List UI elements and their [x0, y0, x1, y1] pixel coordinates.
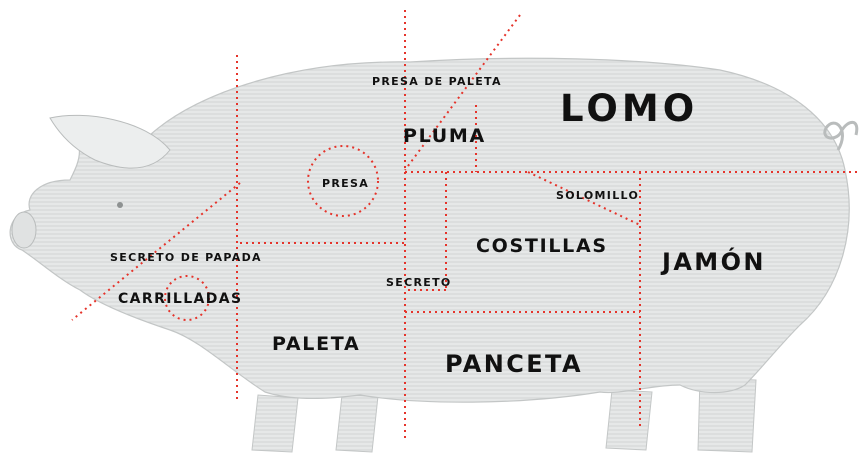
pig-tail	[823, 120, 859, 151]
label-secreto: SECRETO	[386, 276, 452, 289]
pig-body	[9, 57, 850, 403]
pig-eye	[117, 202, 123, 208]
label-presa: PRESA	[322, 177, 370, 190]
label-lomo: LOMO	[560, 87, 699, 130]
pig-ear	[49, 114, 171, 169]
label-paleta: PALETA	[272, 333, 361, 355]
label-solomillo: SOLOMILLO	[556, 189, 640, 202]
label-jamon: JAMÓN	[662, 248, 766, 276]
cut-lines	[71, 10, 860, 440]
label-presa-de-paleta: PRESA DE PALETA	[372, 75, 502, 88]
label-pluma: PLUMA	[403, 125, 486, 147]
label-carrilladas: CARRILLADAS	[118, 291, 243, 307]
label-panceta: PANCETA	[445, 350, 583, 378]
label-costillas: COSTILLAS	[476, 235, 608, 257]
label-secreto-de-papada: SECRETO DE PAPADA	[110, 251, 262, 264]
pig-snout	[11, 211, 37, 249]
